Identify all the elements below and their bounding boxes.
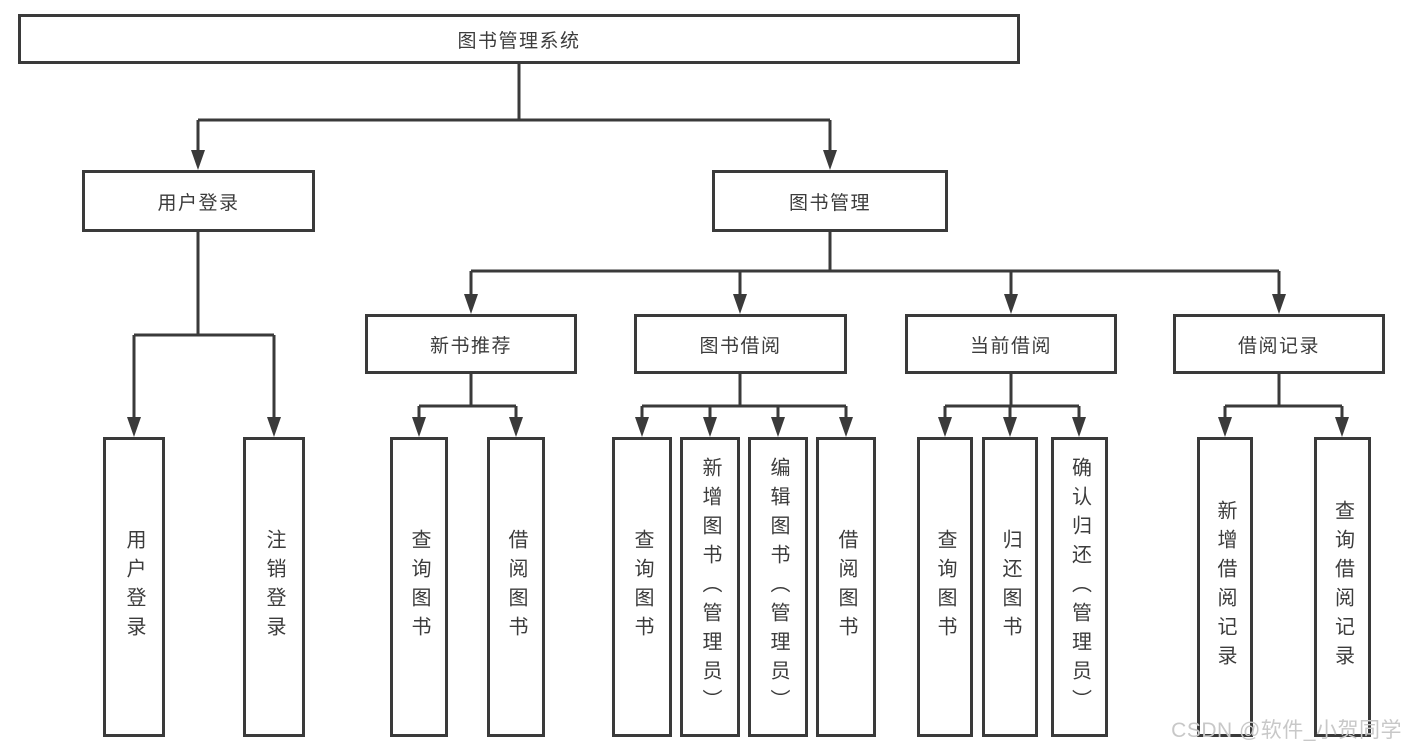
node-library-management-system: 图书管理系统 xyxy=(18,14,1020,64)
node-label: 查询图书 xyxy=(408,529,430,645)
node-label: 归还图书 xyxy=(999,529,1021,645)
leaf-user-login: 用户登录 xyxy=(103,437,165,737)
csdn-watermark: CSDN @软件_小贺同学 xyxy=(1171,719,1402,742)
leaf-edit-books-admin: 编辑图书（管理员） xyxy=(748,437,808,737)
node-label: 查询借阅记录 xyxy=(1331,500,1354,674)
leaf-logout-login: 注销登录 xyxy=(243,437,305,737)
node-label: 当前借阅 xyxy=(969,335,1052,357)
node-label: 图书借阅 xyxy=(699,335,782,357)
leaf-add-borrow-record: 新增借阅记录 xyxy=(1197,437,1253,737)
node-label: 确认归还（管理员） xyxy=(1068,456,1091,718)
node-book-borrowing: 图书借阅 xyxy=(634,314,847,374)
leaf-borrow-books-recommend: 借阅图书 xyxy=(487,437,545,737)
leaf-return-books: 归还图书 xyxy=(982,437,1038,737)
node-label: 编辑图书（管理员） xyxy=(767,456,789,718)
node-label: 图书管理 xyxy=(788,192,871,214)
node-new-book-recommendation: 新书推荐 xyxy=(365,314,577,374)
node-label: 借阅记录 xyxy=(1237,335,1320,357)
leaf-query-borrow-record: 查询借阅记录 xyxy=(1314,437,1371,737)
node-label: 注销登录 xyxy=(263,529,285,645)
node-label: 用户登录 xyxy=(123,529,145,645)
node-borrowing-records: 借阅记录 xyxy=(1173,314,1385,374)
leaf-add-books-admin: 新增图书（管理员） xyxy=(680,437,740,737)
node-label: 新书推荐 xyxy=(429,335,512,357)
node-label: 用户登录 xyxy=(157,192,240,214)
leaf-confirm-return-admin: 确认归还（管理员） xyxy=(1051,437,1108,737)
node-label: 借阅图书 xyxy=(505,529,527,645)
node-label: 查询图书 xyxy=(934,529,956,645)
node-label: 新增借阅记录 xyxy=(1214,500,1236,674)
leaf-query-books-recommend: 查询图书 xyxy=(390,437,448,737)
node-label: 新增图书（管理员） xyxy=(699,456,721,718)
node-book-management: 图书管理 xyxy=(712,170,948,232)
leaf-borrow-books: 借阅图书 xyxy=(816,437,876,737)
node-label: 查询图书 xyxy=(631,529,653,645)
node-current-borrowing: 当前借阅 xyxy=(905,314,1117,374)
node-label: 借阅图书 xyxy=(835,529,857,645)
leaf-query-books-borrowing: 查询图书 xyxy=(612,437,672,737)
node-label: 图书管理系统 xyxy=(457,30,581,52)
leaf-query-books-current: 查询图书 xyxy=(917,437,973,737)
node-user-login: 用户登录 xyxy=(82,170,315,232)
